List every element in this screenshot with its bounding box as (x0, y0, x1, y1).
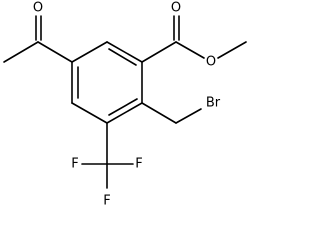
bond-acetyl-to-methyl (3, 41, 39, 63)
benzene-ring (71, 41, 143, 124)
bond-ester-carbon-to-oxygen (175, 41, 205, 59)
fluorine-right-label: F (135, 157, 142, 172)
ring-double-bond-inner-2 (108, 98, 138, 116)
fluorine-left-label: F (71, 157, 78, 172)
bond-oxygen-to-methyl (217, 41, 247, 59)
ring-bond-c3-c4 (106, 102, 143, 124)
ester-carbonyl-oxygen-label: O (171, 1, 181, 16)
bond-ring-to-ester-carbon (141, 41, 177, 63)
ring-bond-c6-c1 (71, 41, 108, 63)
methyl-ester-group: O O (141, 1, 247, 70)
ring-bond-c1-c2 (106, 41, 143, 63)
ring-bond-c4-c5 (71, 102, 108, 124)
bond-ring-to-acetyl-carbon (37, 41, 73, 63)
ketone-oxygen-label: O (33, 1, 43, 16)
bond-ring-to-ch2 (141, 102, 177, 124)
ester-oxygen-label: O (206, 55, 216, 70)
bond-ch2-to-bromine (175, 108, 202, 124)
bromine-label: Br (206, 96, 221, 111)
trifluoromethyl-group: F F F (71, 122, 143, 209)
fluorine-top-label: F (103, 194, 110, 209)
chemical-structure-diagram: O O O Br F F F (3, 1, 247, 209)
acetyl-group: O (3, 1, 73, 63)
bromomethyl-group: Br (141, 96, 221, 124)
ring-double-bond-inner-1 (108, 48, 137, 66)
